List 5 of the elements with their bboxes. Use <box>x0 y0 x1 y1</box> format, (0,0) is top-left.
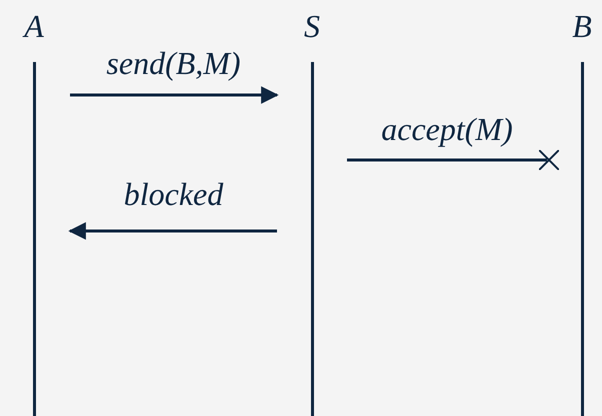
message-arrow <box>70 86 279 104</box>
participant-label: A <box>24 7 44 46</box>
participant-label: B <box>572 7 592 46</box>
participant-label: S <box>304 7 320 46</box>
message-arrow <box>68 222 277 240</box>
